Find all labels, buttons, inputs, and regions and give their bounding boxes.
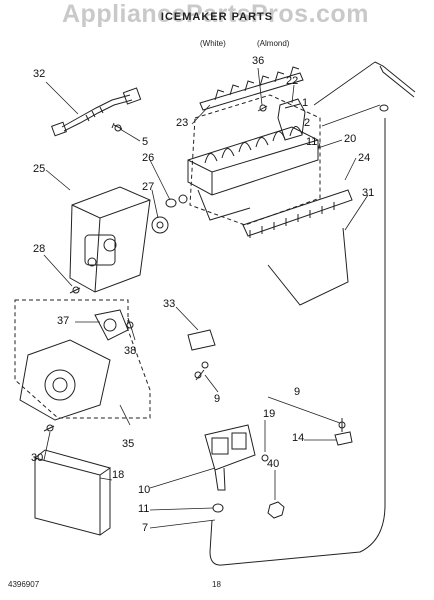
callout-20: 20 — [344, 133, 357, 145]
callout-25: 25 — [33, 163, 46, 175]
callout-2: 2 — [304, 117, 311, 129]
icemaker-mold — [187, 126, 319, 221]
screw-28 — [69, 286, 81, 294]
variant-white-label: (White) — [200, 39, 226, 48]
callout-7: 7 — [142, 522, 149, 534]
callout-19: 19 — [263, 408, 276, 420]
callout-27: 27 — [142, 181, 155, 193]
cam — [151, 216, 169, 234]
callout-35: 35 — [122, 438, 135, 450]
water-valve — [204, 424, 256, 491]
ice-stripper-shelf — [242, 189, 353, 238]
nut-11 — [212, 503, 224, 513]
screw-9b — [338, 418, 346, 432]
nut-40 — [267, 501, 285, 519]
screw-19 — [261, 454, 269, 462]
module-housing — [69, 186, 151, 293]
callout-24: 24 — [358, 152, 371, 164]
callout-38: 38 — [124, 345, 137, 357]
callout-36: 36 — [252, 55, 265, 67]
callout-33: 33 — [163, 298, 176, 310]
ejector-rake — [199, 66, 304, 111]
callout-23: 23 — [176, 117, 189, 129]
variant-almond-label: (Almond) — [257, 39, 290, 48]
callout-22: 22 — [286, 75, 299, 87]
callout-28: 28 — [33, 243, 46, 255]
callout-37: 37 — [57, 315, 70, 327]
fill-tube — [209, 61, 416, 566]
switch-33 — [187, 329, 216, 351]
callout-31: 31 — [362, 187, 375, 199]
callout-26: 26 — [142, 152, 155, 164]
part-number: 4396907 — [8, 580, 40, 589]
motor-module-35 — [19, 339, 111, 421]
shut-off-arm — [267, 227, 349, 306]
callout-9b: 9 — [294, 386, 301, 398]
connector-14 — [334, 431, 353, 446]
wire-harness — [51, 87, 142, 137]
motor-37 — [94, 309, 129, 341]
thermostat — [165, 194, 188, 208]
screw-5 — [111, 122, 123, 132]
screws-9 — [194, 361, 209, 381]
page-number: 18 — [212, 580, 221, 589]
callout-1: 1 — [302, 97, 309, 109]
watermark: AppliancePartsPros.com — [62, 0, 369, 28]
callout-11: 11 — [306, 136, 318, 148]
screw-30 — [43, 424, 55, 432]
callout-5: 5 — [142, 136, 149, 148]
diagram-title: ICEMAKER PARTS — [160, 11, 274, 23]
mold-cover — [277, 98, 306, 141]
callout-10: 10 — [138, 484, 151, 496]
callout-9: 9 — [214, 393, 221, 405]
front-cover — [34, 449, 112, 536]
callout-18: 18 — [112, 469, 125, 481]
callout-11b: 11 — [138, 503, 150, 515]
callout-40: 40 — [267, 458, 280, 470]
callout-30: 30 — [31, 452, 44, 464]
screw-38 — [126, 317, 134, 331]
callout-14: 14 — [292, 432, 305, 444]
callout-32: 32 — [33, 68, 46, 80]
screw-36 — [257, 104, 268, 112]
